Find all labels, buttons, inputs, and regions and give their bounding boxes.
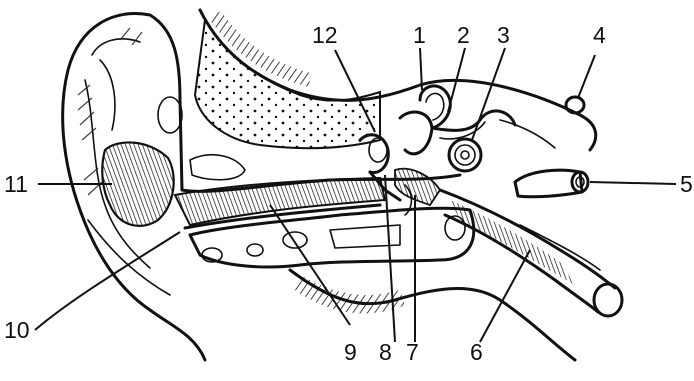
leader-8 [385,175,395,342]
middle-ear [360,135,440,215]
inner-ear [400,86,555,171]
eustachian-tube [440,190,622,316]
mastoid-knob [566,97,584,113]
leader-6 [480,250,530,342]
label-12: 12 [312,22,338,48]
leader-4 [578,55,595,98]
temporal-bone [150,10,596,191]
label-8: 8 [379,339,392,365]
label-9: 9 [344,339,357,365]
lower-bone [190,208,575,360]
label-3: 3 [497,22,510,48]
label-5: 5 [680,171,693,197]
leader-3 [472,48,505,140]
auditory-nerve [515,170,588,197]
label-4: 4 [593,22,606,48]
auricle [63,13,205,360]
leader-5 [590,182,676,184]
leader-9 [270,205,350,325]
label-2: 2 [457,22,470,48]
label-10: 10 [4,317,30,343]
label-6: 6 [470,339,483,365]
label-11: 11 [4,171,28,197]
label-1: 1 [413,22,426,48]
label-7: 7 [406,339,419,365]
